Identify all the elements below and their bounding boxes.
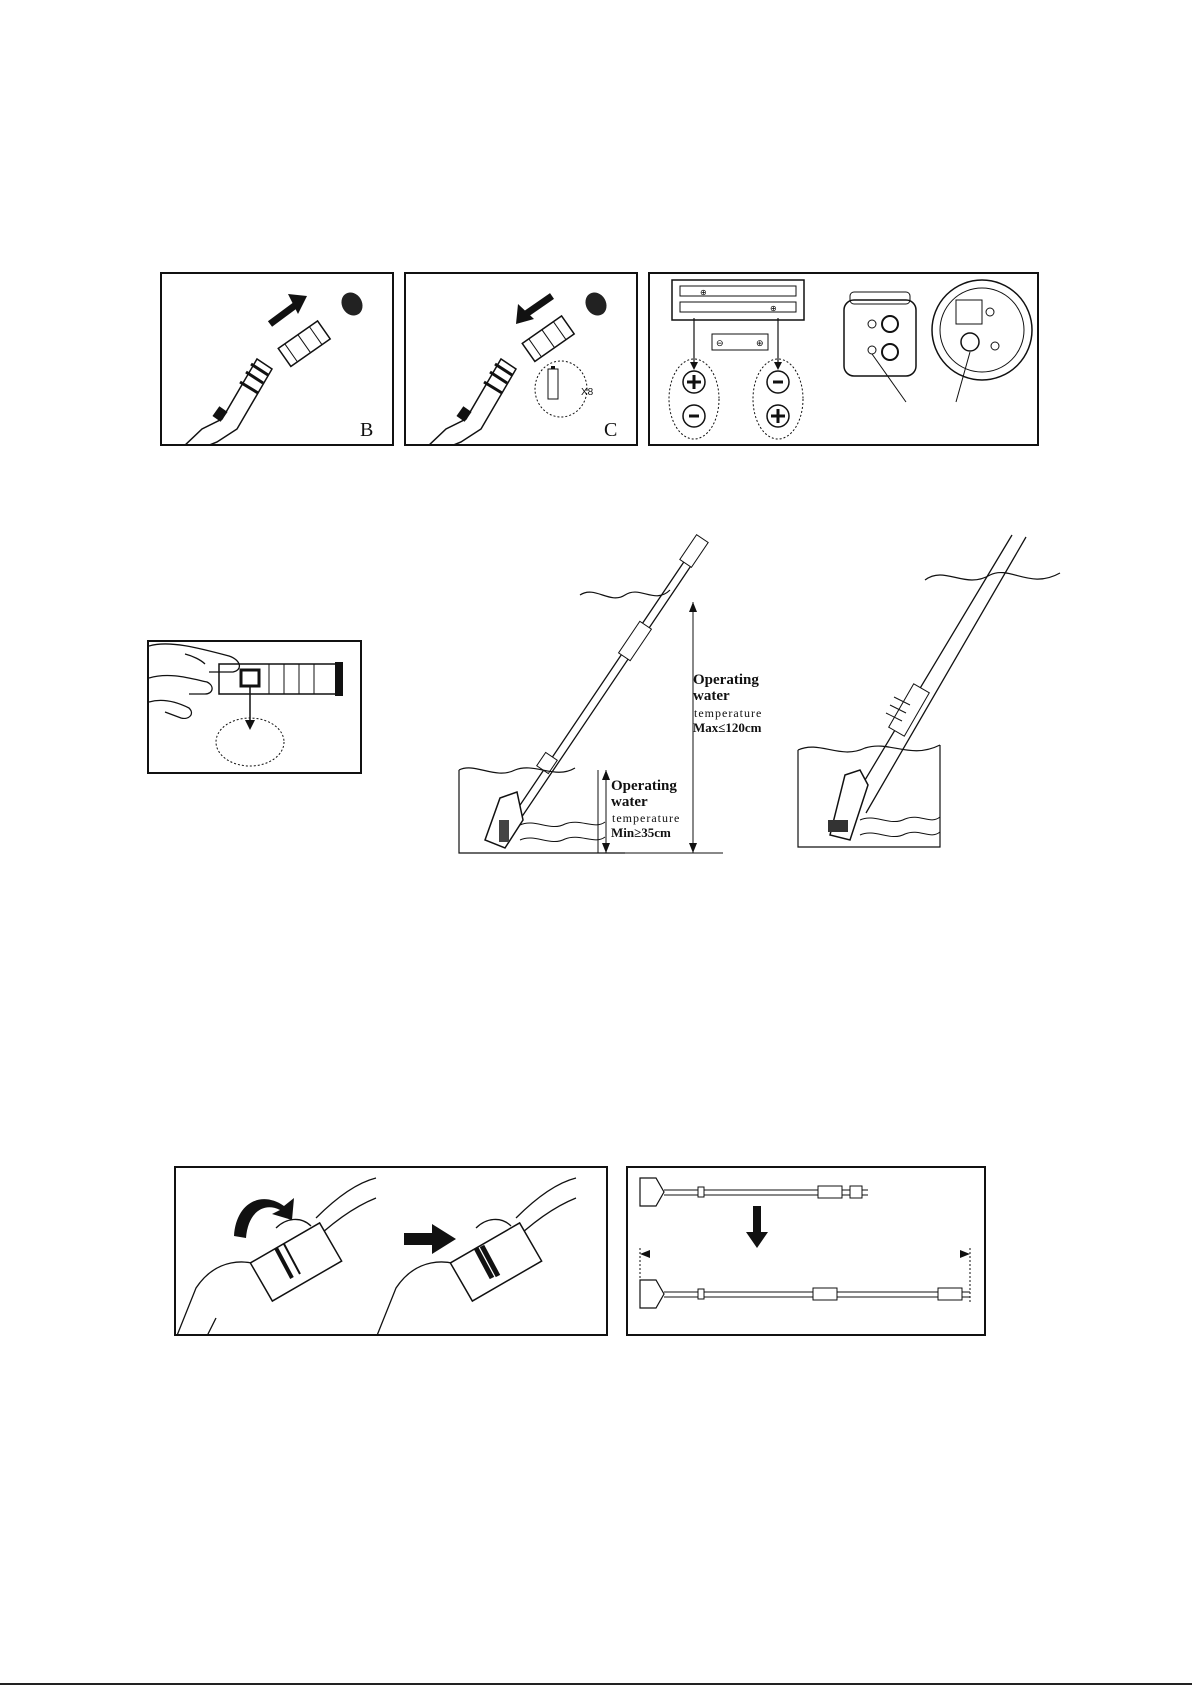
battery-tray-icon: ⊕ ⊕ [672, 280, 804, 320]
arrow-icon [404, 1224, 456, 1254]
pole-icon [219, 662, 343, 696]
end-cap [337, 289, 366, 320]
hand-icon [149, 644, 239, 718]
water-wave-icon [860, 832, 940, 837]
svg-text:⊕: ⊕ [700, 288, 707, 297]
minus-icon [767, 371, 789, 393]
pole-icon [426, 359, 516, 446]
rotate-arrow-icon [234, 1198, 294, 1238]
max-depth-limit: Max≤120cm [693, 721, 762, 735]
min-depth-title: Operating water [611, 778, 687, 810]
water-wave-icon [520, 822, 605, 827]
battery-quantity-label: X8 [581, 387, 593, 398]
pole-icon [640, 1178, 868, 1206]
max-depth-subtitle: temperature [694, 706, 762, 720]
panel-letter: B [360, 419, 373, 442]
switch-panel [147, 640, 362, 774]
battery-holder-icon [278, 321, 330, 367]
panel-letter: C [604, 419, 617, 442]
battery-holder-icon [522, 316, 574, 362]
battery-icon [548, 366, 558, 399]
plus-icon [767, 405, 789, 427]
water-depth-figure: Operating water temperature Max≤120cm Op… [455, 530, 775, 860]
pole-icon [828, 535, 1026, 840]
pole-icon [640, 1280, 970, 1308]
water-wave-icon [860, 817, 940, 822]
pole-icon [250, 1223, 341, 1301]
water-wave-icon [798, 745, 940, 752]
arrow-icon [516, 296, 552, 324]
battery-icon: ⊖ ⊕ [712, 334, 768, 350]
minus-icon [683, 405, 705, 427]
battery-callout [535, 361, 587, 417]
battery-remove-panel-b: B [160, 272, 394, 446]
pole-icon [182, 359, 272, 446]
battery-box-icon [844, 292, 916, 402]
pole-in-water-figure [790, 535, 1070, 855]
battery-insert-panel-c: X8 C [404, 272, 638, 446]
battery-cap-icon [932, 280, 1032, 402]
arrow-icon [746, 1206, 768, 1248]
battery-polarity-panel: ⊕ ⊕ ⊖ ⊕ [648, 272, 1039, 446]
water-wave-icon [580, 590, 670, 598]
twist-lock-panel [174, 1166, 608, 1336]
water-wave-icon [459, 768, 575, 773]
water-wave-icon [520, 837, 605, 842]
pole-extension-panel [626, 1166, 986, 1336]
svg-text:⊕: ⊕ [770, 304, 777, 313]
pole-icon [450, 1223, 541, 1301]
svg-text:⊖: ⊖ [716, 338, 724, 348]
plus-icon [683, 371, 705, 393]
max-depth-title: Operating water [693, 672, 769, 704]
min-depth-limit: Min≥35cm [611, 826, 671, 840]
min-depth-subtitle: temperature [612, 811, 680, 825]
end-cap [581, 289, 610, 320]
arrow-icon [270, 294, 307, 324]
svg-text:⊕: ⊕ [756, 338, 764, 348]
water-wave-icon [925, 573, 1060, 580]
